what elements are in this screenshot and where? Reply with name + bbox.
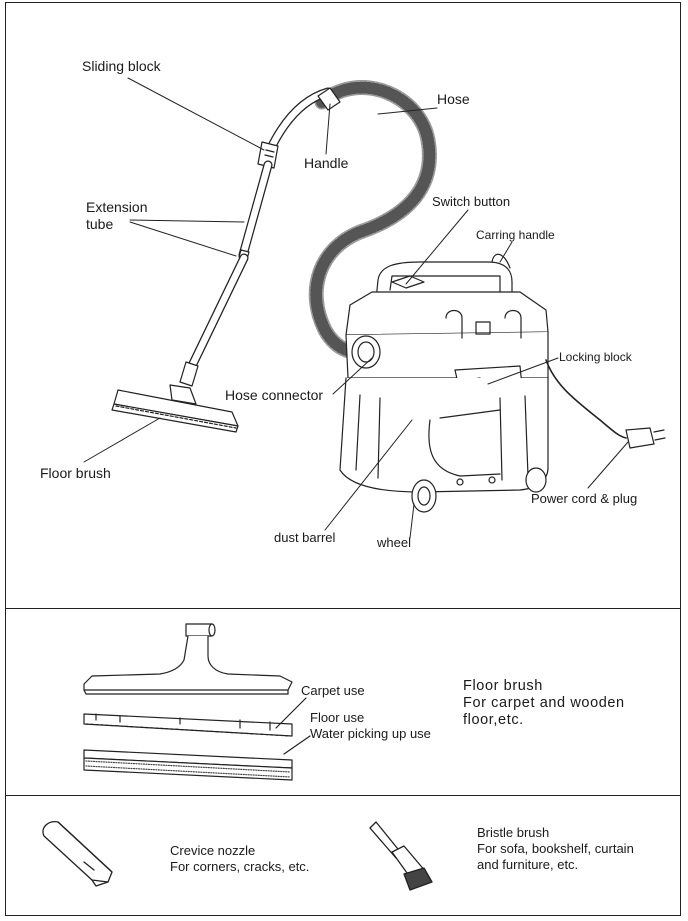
page-frame xyxy=(5,2,681,916)
label-sliding-block: Sliding block xyxy=(82,58,161,74)
bristle-brush-title: Bristle brush xyxy=(477,825,550,840)
floor-brush-desc-2: floor,etc. xyxy=(463,712,524,728)
leader-lines xyxy=(83,77,629,539)
section-divider-2 xyxy=(5,795,681,796)
handle-drawing xyxy=(257,87,341,169)
label-floor-use: Floor use xyxy=(310,710,365,725)
floor-brush-title: Floor brush xyxy=(463,678,543,694)
crevice-nozzle-title: Crevice nozzle xyxy=(170,843,256,858)
label-handle: Handle xyxy=(304,155,349,171)
floor-brush-desc-1: For carpet and wooden xyxy=(463,695,625,711)
label-floor-brush: Floor brush xyxy=(40,465,111,481)
label-wheel: wheel xyxy=(377,535,411,550)
floor-brush-drawing xyxy=(111,384,239,433)
label-carring-handle: Carring handle xyxy=(476,228,555,242)
power-cord-drawing xyxy=(545,359,666,449)
label-dust-barrel: dust barrel xyxy=(274,530,336,545)
label-extension-tube-1: Extension xyxy=(86,199,148,215)
section-divider-1 xyxy=(5,608,681,609)
bristle-brush-desc-2: and furniture, etc. xyxy=(477,857,579,872)
crevice-nozzle-desc: For corners, cracks, etc. xyxy=(170,859,310,874)
vacuum-body-drawing xyxy=(339,253,549,513)
label-hose-connector: Hose connector xyxy=(225,387,324,403)
label-water-use: Water picking up use xyxy=(310,726,431,741)
label-hose: Hose xyxy=(437,91,470,107)
label-power-cord-plug: Power cord & plug xyxy=(531,491,638,506)
label-extension-tube-2: tube xyxy=(86,216,114,232)
extension-tube-drawing xyxy=(179,160,273,387)
label-locking-block: Locking block xyxy=(559,350,632,364)
label-carpet-use: Carpet use xyxy=(301,683,365,698)
hose-drawing xyxy=(308,80,437,361)
label-switch-button: Switch button xyxy=(432,194,511,209)
bristle-brush-desc-1: For sofa, bookshelf, curtain xyxy=(477,841,634,856)
